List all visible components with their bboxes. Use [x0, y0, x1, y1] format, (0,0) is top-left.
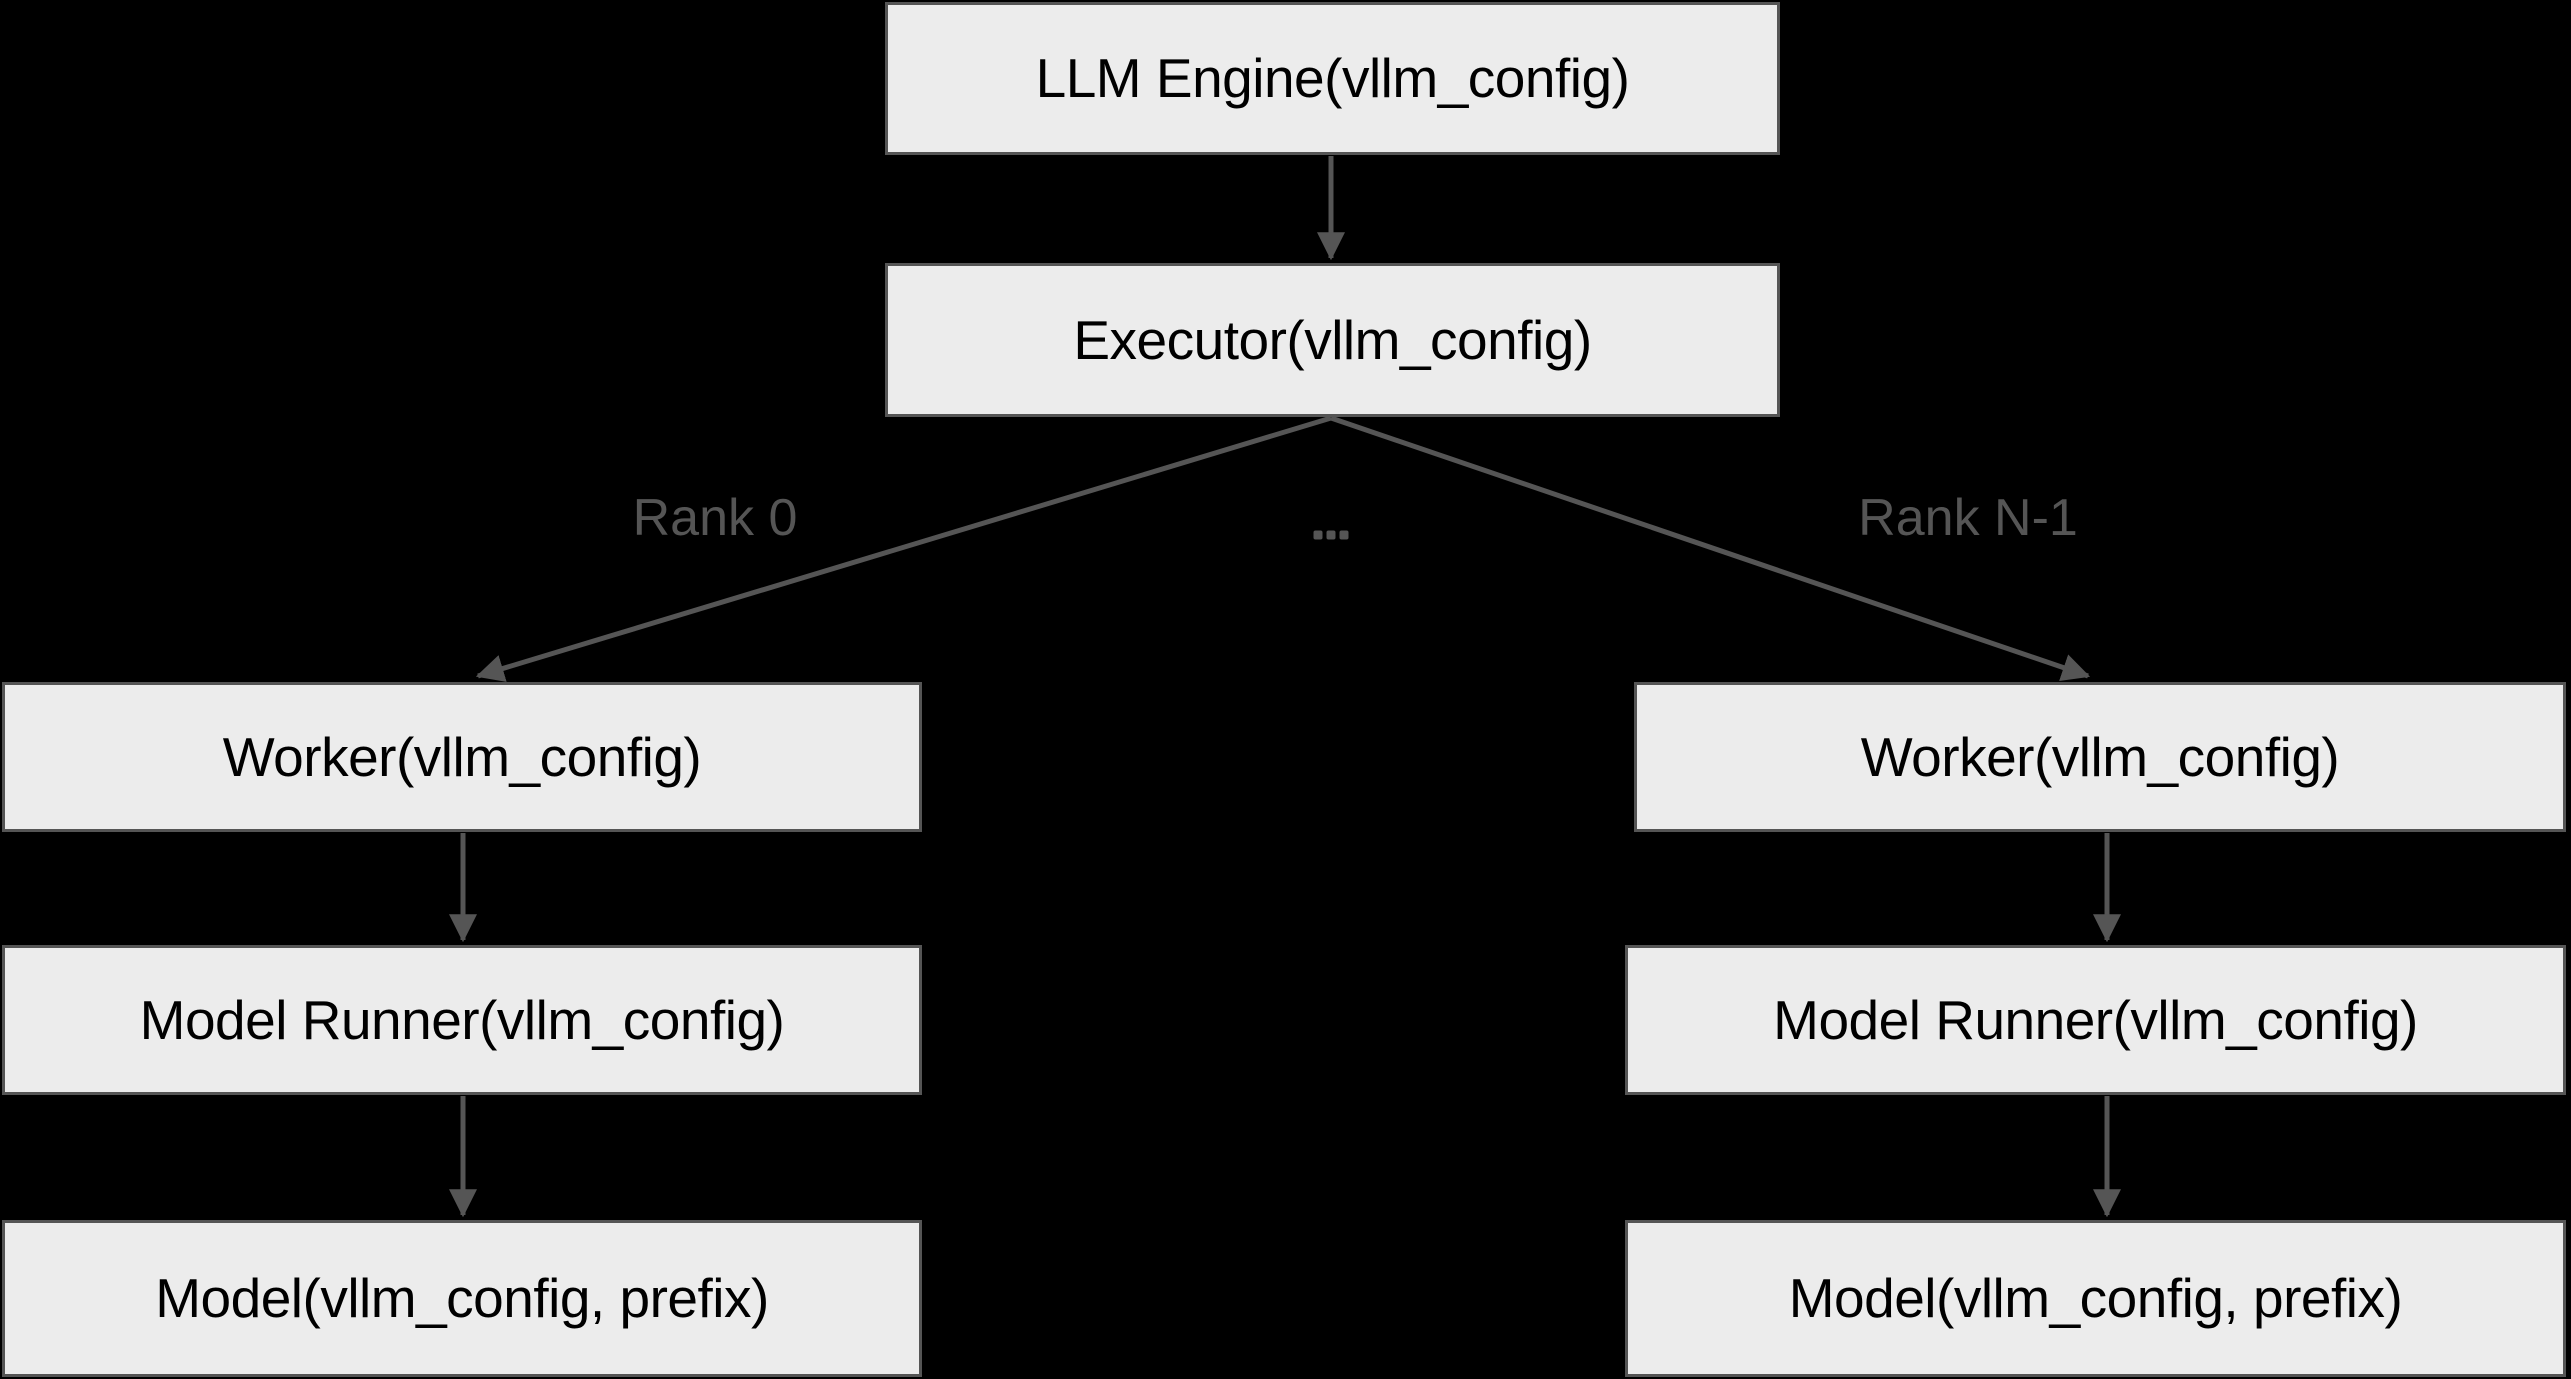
- ellipsis-icon: [1313, 530, 1349, 540]
- ellipsis-dot-1: [1313, 530, 1323, 540]
- node-model-rank-n-1[interactable]: Model(vllm_config, prefix): [1625, 1220, 2566, 1377]
- edge-executor-to-worker-right: [1330, 415, 2091, 681]
- edge-executor-to-worker-left: [475, 415, 1332, 682]
- node-model-rank-0-label: Model(vllm_config, prefix): [155, 1267, 769, 1329]
- node-worker-rank-0[interactable]: Worker(vllm_config): [2, 682, 922, 832]
- node-worker-rank-n-1-label: Worker(vllm_config): [1860, 725, 2340, 788]
- node-model-runner-rank-n-1-label: Model Runner(vllm_config): [1773, 988, 2418, 1051]
- node-worker-rank-n-1[interactable]: Worker(vllm_config): [1634, 682, 2566, 832]
- node-llm-engine-label: LLM Engine(vllm_config): [1035, 47, 1630, 109]
- node-executor-label: Executor(vllm_config): [1073, 308, 1592, 371]
- ellipsis-dot-2: [1326, 530, 1336, 540]
- node-model-runner-rank-0-label: Model Runner(vllm_config): [139, 988, 785, 1051]
- node-model-runner-rank-n-1[interactable]: Model Runner(vllm_config): [1625, 945, 2566, 1095]
- edge-label-rank-n-1: Rank N-1: [1858, 489, 2078, 547]
- edge-label-rank-0: Rank 0: [632, 489, 798, 547]
- node-model-rank-n-1-label: Model(vllm_config, prefix): [1788, 1267, 2403, 1329]
- node-executor[interactable]: Executor(vllm_config): [885, 263, 1780, 417]
- node-model-rank-0[interactable]: Model(vllm_config, prefix): [2, 1220, 922, 1377]
- node-llm-engine[interactable]: LLM Engine(vllm_config): [885, 2, 1780, 155]
- node-worker-rank-0-label: Worker(vllm_config): [222, 725, 702, 788]
- node-model-runner-rank-0[interactable]: Model Runner(vllm_config): [2, 945, 922, 1095]
- ellipsis-dot-3: [1339, 530, 1349, 540]
